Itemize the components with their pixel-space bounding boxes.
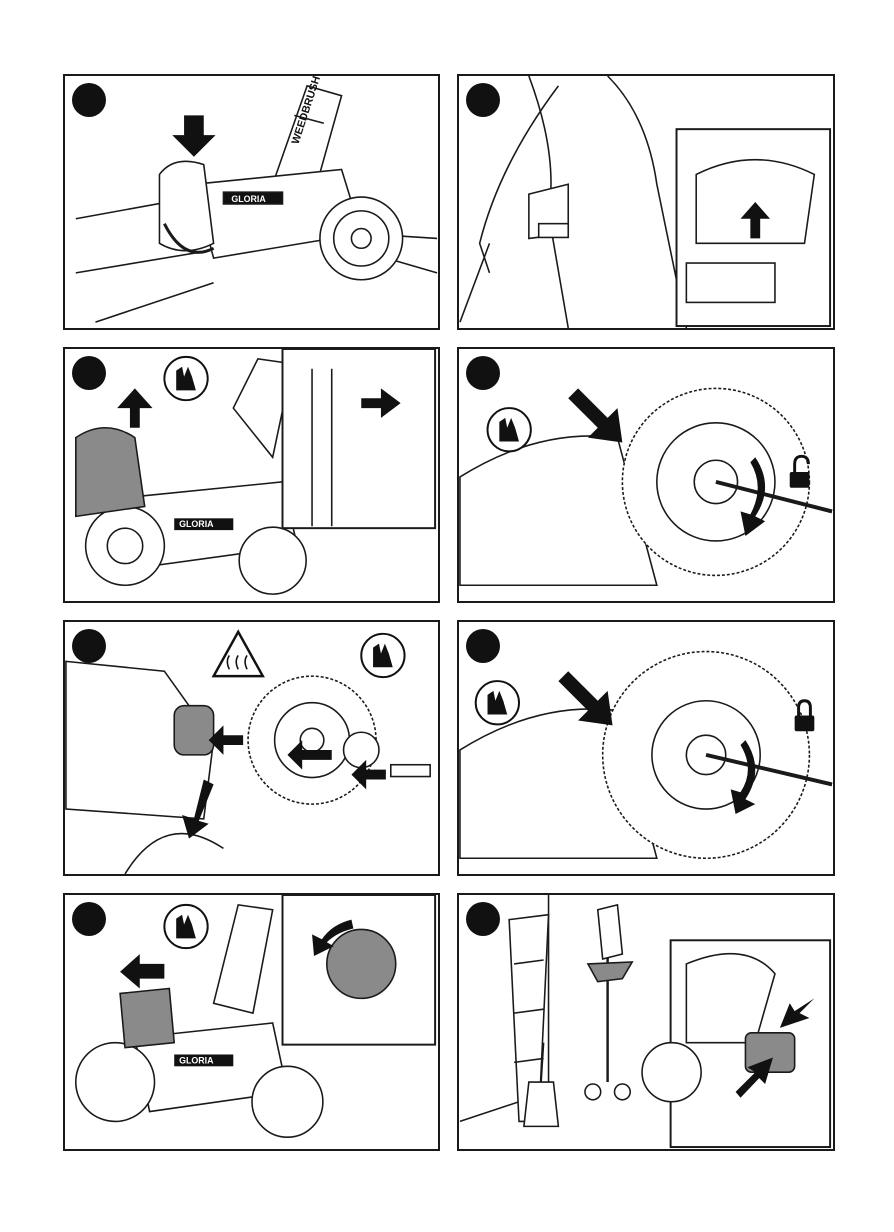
- illustration-remove-guard: GLORIA: [65, 349, 438, 601]
- panel-3: GLORIA: [63, 347, 440, 603]
- guard-grey: [120, 989, 174, 1048]
- gloves-icon: [476, 681, 519, 724]
- guard-grey: [76, 428, 145, 517]
- arrow-icon: [120, 954, 164, 988]
- hot-surface-warning-icon: [214, 632, 263, 676]
- arrow-icon: [117, 388, 152, 427]
- illustration-storage-battery: [459, 895, 833, 1149]
- illustration-place-device: GLORIA WEEDBRUSH: [65, 76, 438, 328]
- panel-2: [457, 74, 835, 330]
- panel-4: [457, 347, 835, 603]
- gloves-icon: [164, 905, 207, 948]
- panel-1: GLORIA WEEDBRUSH: [63, 74, 440, 330]
- gloves-icon: [361, 634, 404, 677]
- panel-8: [457, 893, 835, 1151]
- gloves-icon: [488, 408, 531, 451]
- panel-5: [63, 620, 440, 876]
- brand-label-gloria: GLORIA: [231, 194, 266, 204]
- lock-icon: [795, 701, 815, 732]
- illustration-lock-brush: [459, 622, 833, 874]
- illustration-attach-guard: GLORIA: [65, 895, 438, 1149]
- arrow-icon: [568, 388, 622, 442]
- brand-label-gloria: GLORIA: [179, 1055, 214, 1065]
- gloves-icon: [164, 357, 207, 400]
- panel-7: GLORIA: [63, 893, 440, 1151]
- panel-6: [457, 620, 835, 876]
- illustration-operate-device: [459, 76, 833, 328]
- illustration-replace-brush: [65, 622, 438, 874]
- brand-label-gloria: GLORIA: [179, 519, 214, 529]
- arrow-icon: [172, 115, 215, 156]
- illustration-unlock-brush: [459, 349, 833, 601]
